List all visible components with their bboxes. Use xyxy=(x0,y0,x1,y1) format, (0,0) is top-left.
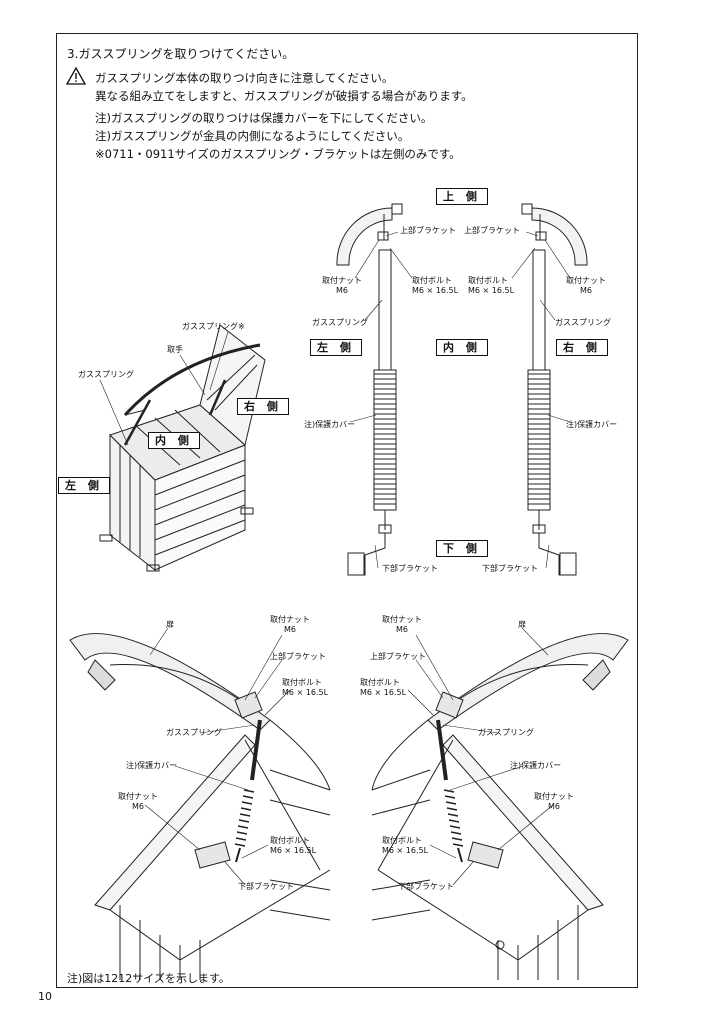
nut-size: M6 xyxy=(548,802,560,811)
note-line-3: ※0711・0911サイズのガススプリング・ブラケットは左側のみです。 xyxy=(95,147,461,161)
shed-label-right: 右 側 xyxy=(237,398,289,415)
diagram-label-inside: 内 側 xyxy=(436,339,488,356)
detail-left-cover: 注)保護カバー xyxy=(126,761,178,770)
diagram-label-bottom: 下 側 xyxy=(436,540,488,557)
bolt-label: 取付ボルト xyxy=(270,836,310,845)
diagram-gas-spring-left: ガススプリング xyxy=(312,318,368,327)
page-number: 10 xyxy=(38,990,52,1003)
shed-label-gas-spring: ガススプリング xyxy=(78,370,134,379)
diagram-lower-bracket-right: 下部ブラケット xyxy=(482,564,538,573)
diagram-label-right: 右 側 xyxy=(556,339,608,356)
diagram-gas-spring-right: ガススプリング xyxy=(555,318,611,327)
bolt-label: 取付ボルト xyxy=(412,276,452,285)
bolt-size: M6 × 16.5L xyxy=(360,688,407,697)
nut-size: M6 xyxy=(132,802,144,811)
note-line-2: 注)ガススプリングが金具の内側になるようにしてください。 xyxy=(95,129,410,143)
bolt-size: M6 × 16.5L xyxy=(412,286,459,295)
nut-label: 取付ナット xyxy=(322,276,362,285)
detail-left-lower-bracket: 下部ブラケット xyxy=(238,882,294,891)
diagram-upper-bracket-left: 上部ブラケット xyxy=(400,226,456,235)
nut-label: 取付ナット xyxy=(270,615,310,624)
bolt-label: 取付ボルト xyxy=(382,836,422,845)
diagram-label-left: 左 側 xyxy=(310,339,362,356)
bolt-label: 取付ボルト xyxy=(360,678,400,687)
shed-label-inside: 内 側 xyxy=(148,432,200,449)
warning-triangle-icon xyxy=(65,66,87,85)
footnote: 注)図は1212サイズを示します。 xyxy=(67,972,230,985)
detail-left-upper-bracket: 上部ブラケット xyxy=(270,652,326,661)
bolt-label: 取付ボルト xyxy=(282,678,322,687)
detail-right-door: 扉 xyxy=(518,620,526,629)
shed-label-gas-spring-mark: ガススプリング※ xyxy=(182,322,245,331)
bolt-size: M6 × 16.5L xyxy=(282,688,329,697)
warning-line-2: 異なる組み立てをしますと、ガススプリングが破損する場合があります。 xyxy=(95,89,473,103)
diagram-upper-bracket-right: 上部ブラケット xyxy=(464,226,520,235)
shed-label-left: 左 側 xyxy=(58,477,110,494)
nut-label: 取付ナット xyxy=(118,792,158,801)
bolt-size: M6 × 16.5L xyxy=(382,846,429,855)
nut-label: 取付ナット xyxy=(566,276,606,285)
page-frame xyxy=(56,33,638,988)
nut-label: 取付ナット xyxy=(534,792,574,801)
detail-left-gas-spring: ガススプリング xyxy=(166,728,222,737)
note-line-1: 注)ガススプリングの取りつけは保護カバーを下にしてください。 xyxy=(95,111,433,125)
shed-label-handle: 取手 xyxy=(167,345,183,354)
detail-right-upper-bracket: 上部ブラケット xyxy=(370,652,426,661)
bolt-label: 取付ボルト xyxy=(468,276,508,285)
detail-right-cover: 注)保護カバー xyxy=(510,761,562,770)
detail-left-door: 扉 xyxy=(166,620,174,629)
detail-right-gas-spring: ガススプリング xyxy=(478,728,534,737)
nut-size: M6 xyxy=(580,286,592,295)
diagram-lower-bracket-left: 下部ブラケット xyxy=(382,564,438,573)
nut-label: 取付ナット xyxy=(382,615,422,624)
nut-size: M6 xyxy=(336,286,348,295)
detail-right-lower-bracket: 下部ブラケット xyxy=(398,882,454,891)
diagram-cover-right: 注)保護カバー xyxy=(566,420,618,429)
bolt-size: M6 × 16.5L xyxy=(270,846,317,855)
diagram-cover-left: 注)保護カバー xyxy=(304,420,356,429)
warning-line-1: ガススプリング本体の取りつけ向きに注意してください。 xyxy=(95,71,394,85)
section-heading: 3.ガススプリングを取りつけてください。 xyxy=(67,47,295,61)
nut-size: M6 xyxy=(396,625,408,634)
diagram-label-top: 上 側 xyxy=(436,188,488,205)
bolt-size: M6 × 16.5L xyxy=(468,286,515,295)
nut-size: M6 xyxy=(284,625,296,634)
